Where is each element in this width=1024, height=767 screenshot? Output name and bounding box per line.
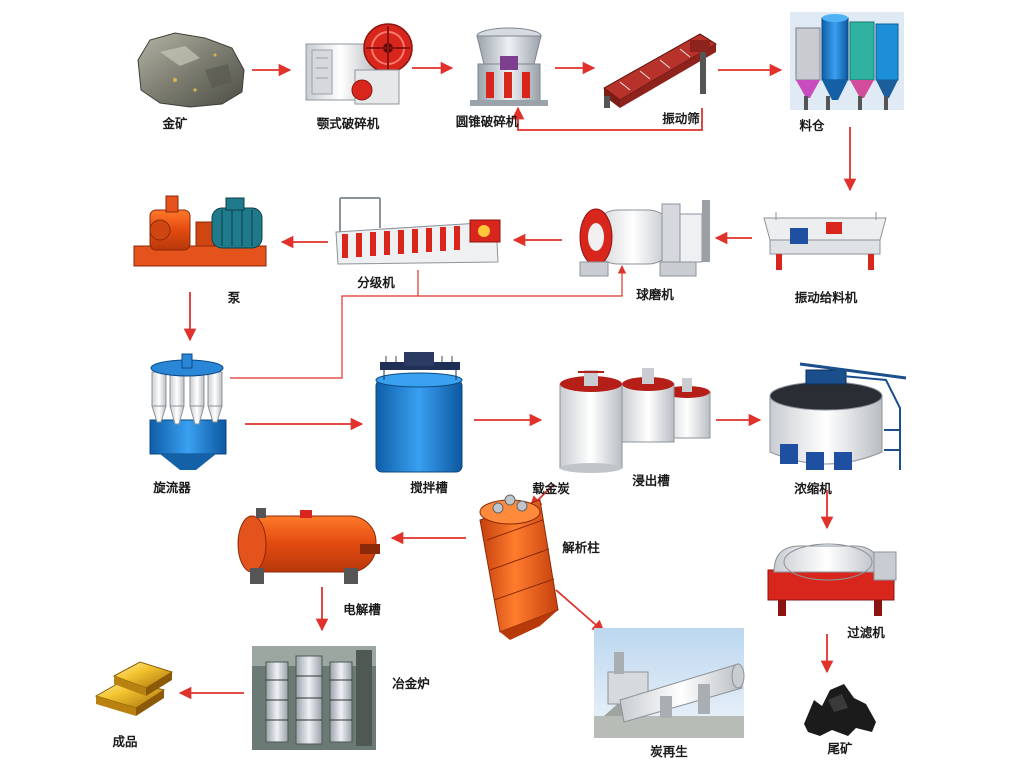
arrow-cyclone-return-to-mill: [230, 295, 418, 379]
label-tailings: 尾矿: [827, 741, 853, 756]
hydrocyclone-image: [149, 353, 227, 470]
label-vibrating-screen: 振动筛: [662, 111, 700, 126]
label-ball-mill: 球磨机: [636, 287, 674, 302]
label-carbon-regeneration: 炭再生: [650, 744, 688, 759]
label-leaching-tank: 浸出槽: [632, 473, 670, 488]
label-pump: 泵: [228, 290, 241, 305]
label-finished-product: 成品: [112, 734, 137, 749]
label-jaw-crusher: 颚式破碎机: [317, 116, 380, 131]
flow-arrows: [178, 61, 857, 700]
smelting-furnace-image: [252, 646, 376, 750]
gold-bars-image: [94, 661, 174, 716]
vibrating-screen-image: [603, 33, 717, 108]
label-loaded-carbon: 载金炭: [532, 481, 570, 496]
label-vibrating-feeder: 振动给料机: [795, 290, 858, 305]
classifier-image: [335, 197, 501, 265]
cone-crusher-image: [470, 27, 548, 106]
labels: 金矿 颚式破碎机 圆锥破碎机 振动筛 料仓 振动给料机 球磨机 分级机 泵 旋流…: [112, 111, 885, 759]
label-classifier: 分级机: [357, 275, 395, 290]
ball-mill-image: [579, 200, 710, 277]
electrolytic-cell-image: [237, 508, 380, 584]
desorption-column-image: [479, 494, 559, 640]
label-filter: 过滤机: [847, 625, 885, 640]
agitation-tank-image: [375, 352, 463, 473]
leaching-tank-image: [559, 368, 711, 473]
label-cone-crusher: 圆锥破碎机: [456, 114, 519, 129]
label-agitation-tank: 搅拌槽: [410, 480, 448, 495]
vibrating-feeder-image: [763, 212, 887, 270]
label-silo: 料仓: [799, 118, 825, 133]
filter-image: [767, 543, 897, 616]
silo-image: [790, 12, 904, 110]
label-smelting-furnace: 冶金炉: [392, 676, 430, 691]
tailings-image: [804, 684, 876, 736]
jaw-crusher-image: [305, 23, 413, 105]
label-hydrocyclone: 旋流器: [152, 480, 191, 495]
pump-image: [133, 195, 267, 267]
arrow-screen-return-to-cone: [511, 106, 703, 131]
arrow-classifier-return-to-mill: [417, 265, 627, 297]
label-thickener: 浓缩机: [794, 481, 832, 496]
label-electrolytic-cell: 电解槽: [343, 602, 381, 617]
label-gold-ore: 金矿: [161, 116, 188, 131]
arrow-column-to-regeneration: [555, 589, 605, 633]
label-desorption-column: 解析柱: [562, 540, 600, 555]
carbon-regeneration-image: [594, 628, 745, 738]
thickener-image: [769, 362, 907, 470]
gold-ore-image: [137, 32, 245, 108]
